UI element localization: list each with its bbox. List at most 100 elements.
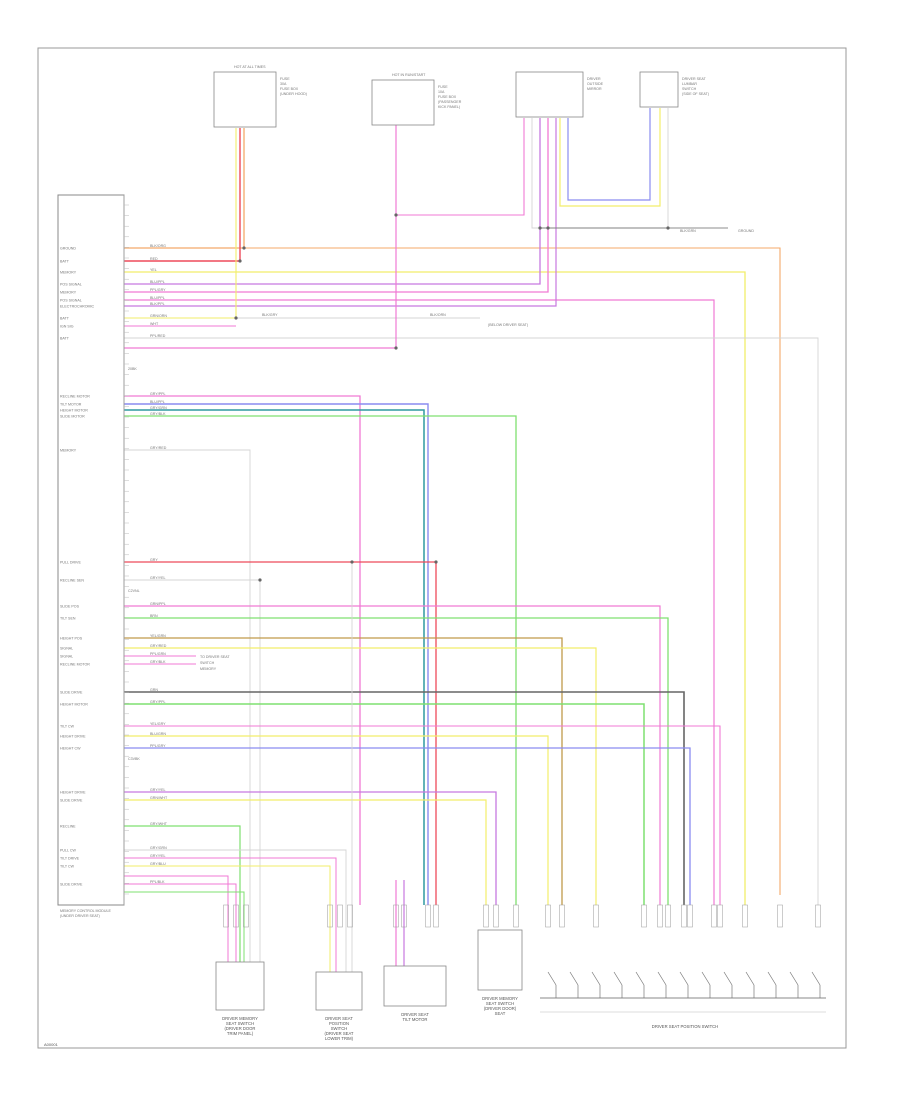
pin-label: BATT	[60, 317, 70, 321]
side-note-sub: (BELOW DRIVER SEAT)	[488, 323, 528, 327]
wire-pink-2	[124, 299, 715, 905]
splice-dot	[242, 246, 246, 250]
wire-pink-mirror	[396, 118, 525, 216]
connector-pin	[545, 904, 551, 928]
connector-pin	[681, 904, 687, 928]
pin-label: BATT	[60, 337, 70, 341]
wire-label: BLK/ORG	[150, 244, 166, 248]
wire-teal-mid	[124, 409, 425, 905]
wire-label: YEL/GRN	[150, 634, 166, 638]
wire-green-bc1	[124, 825, 241, 965]
top-component-line: DRIVER	[587, 77, 601, 81]
connector-pin	[327, 904, 333, 928]
connector-pin	[393, 904, 399, 928]
switch-contact	[811, 971, 821, 986]
connector-pin	[337, 904, 343, 928]
connector-pin	[777, 904, 783, 928]
connector-pin	[593, 904, 599, 928]
wire-label: GRY/PPL	[150, 700, 166, 704]
wire-yellow-bc2	[124, 865, 331, 972]
bottom-component-bc3	[383, 965, 447, 1007]
wire-blue-mirror	[567, 108, 651, 201]
connector-pin	[493, 904, 499, 928]
pin-label: HEIGHT DRIVE	[60, 791, 86, 795]
top-component-line: (PASSENGER	[438, 100, 462, 104]
wire-green-mid	[124, 415, 517, 905]
wire-gray-1	[124, 337, 819, 905]
wire-yellow-2	[124, 128, 237, 319]
connector-pin	[243, 904, 249, 928]
module-group-label: C2VNL	[128, 589, 140, 593]
switch-contact	[701, 971, 711, 986]
bottom-component-caption: SEAT	[495, 1011, 506, 1016]
connector-pin	[665, 904, 671, 928]
connector-pin	[711, 904, 717, 928]
wire-label: GRY	[150, 558, 158, 562]
wire-label: RED	[150, 257, 158, 261]
splice-dot	[666, 226, 670, 230]
wire-label: PPL/RED	[150, 334, 166, 338]
pin-label: ELECTROCHROMIC	[60, 305, 95, 309]
top-component-line: KICK PANEL)	[438, 105, 460, 109]
splice-dot	[546, 226, 550, 230]
pin-label: TILT SEN	[60, 617, 76, 621]
pin-label: PULL CW	[60, 849, 76, 853]
wire-pink-1	[124, 118, 549, 293]
top-component-line: (UNDER HOOD)	[280, 92, 307, 96]
wire-label: GRN/PPL	[150, 602, 166, 606]
pin-label: SLIDE DRIVE	[60, 799, 83, 803]
wire-label: PPL/GRN	[150, 652, 166, 656]
pin-label: RECLINE	[60, 825, 76, 829]
wire-gray-mid	[124, 449, 251, 965]
switch-contact	[789, 971, 799, 986]
wire-label: GRY/RED	[150, 644, 167, 648]
wire-label: YEL/GRY	[150, 722, 166, 726]
wire-label: GRN	[150, 688, 158, 692]
bottom-component-caption: TRIM PANEL)	[227, 1031, 254, 1036]
pin-label: MEMORY	[60, 449, 77, 453]
wire-label: GRY/BLK	[150, 660, 166, 664]
wire-label: BLU/GRN	[150, 732, 166, 736]
bus-note: TO DRIVER SEAT	[200, 655, 230, 659]
switch-contact	[569, 971, 579, 986]
bottom-component-caption: SEAT SWITCH	[486, 1001, 514, 1006]
top-component-line: LUMBAR	[682, 82, 697, 86]
switch-caption: DRIVER SEAT POSITION SWITCH	[652, 1024, 718, 1029]
wire-darkgray	[124, 691, 685, 905]
pin-label: BATT	[60, 260, 70, 264]
connector-pin	[717, 904, 723, 928]
wire-label: BLU/PPL	[150, 296, 165, 300]
wire-violet-2	[124, 118, 557, 307]
wire-label: GRY/YEL	[150, 788, 166, 792]
module-name: MEMORY CONTROL MODULE	[60, 909, 111, 913]
pin-label: SIGNAL	[60, 655, 73, 659]
wire-pink-bc1b	[124, 883, 237, 965]
bottom-component-caption: LOWER TRIM)	[325, 1036, 354, 1041]
wire-label: BLU/PPL	[150, 280, 165, 284]
side-note-sub: GROUND	[738, 229, 754, 233]
pin-label: TILT DRIVE	[60, 857, 80, 861]
switch-contact	[591, 971, 601, 986]
wire-pink-mid	[124, 395, 361, 905]
switch-contact	[547, 971, 557, 986]
wire-label: BLU/PPL	[150, 400, 165, 404]
wire-label: BRN	[150, 614, 158, 618]
wire-label: WHT	[150, 322, 159, 326]
connector-pin	[401, 904, 407, 928]
pin-label: TILT MOTOR	[60, 403, 82, 407]
top-component-fuse_a	[213, 71, 277, 128]
splice-dot	[350, 560, 354, 564]
splice-dot	[234, 316, 238, 320]
top-component-line: DRIVER SEAT	[682, 77, 707, 81]
bottom-component-caption: DRIVER SEAT	[325, 1016, 353, 1021]
switch-contact	[635, 971, 645, 986]
wire-label: GRY/RED	[150, 446, 167, 450]
bottom-component-caption: (DRIVER SEAT	[324, 1031, 353, 1036]
pin-label: RECLINE SEN	[60, 579, 84, 583]
pin-label: IGN SIG	[60, 325, 74, 329]
pin-label: POS SIGNAL	[60, 283, 82, 287]
top-component-line: FUSE BOX	[438, 95, 457, 99]
wire-pink-low	[124, 605, 661, 905]
top-component-line: FUSE	[438, 85, 448, 89]
